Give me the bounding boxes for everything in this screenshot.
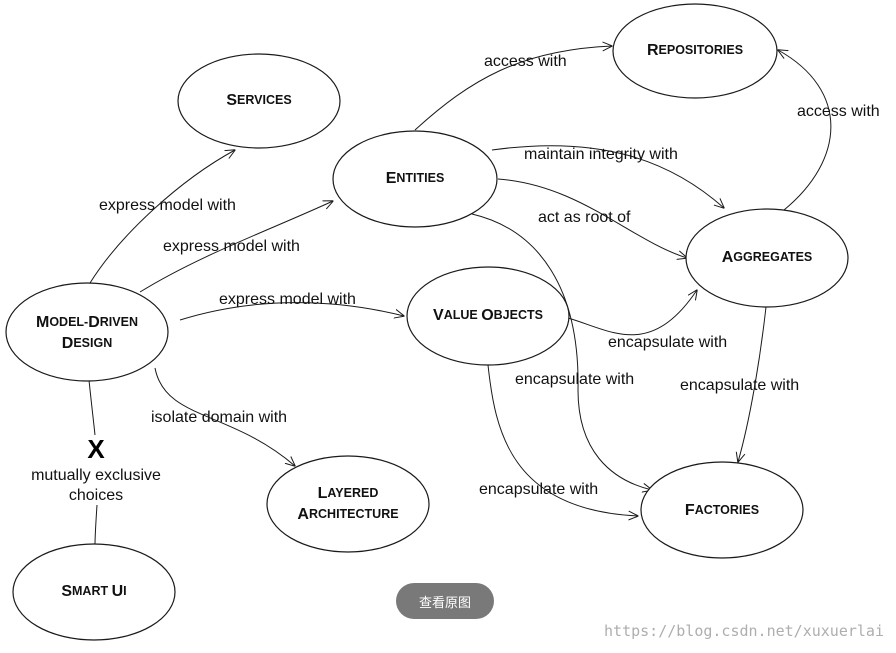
edge-model-smartui-lower <box>94 504 98 546</box>
edge-entities-aggregates-integrity <box>491 145 724 208</box>
edge-entities-aggregates-root <box>497 178 687 258</box>
edge-model-services <box>89 150 235 284</box>
node-layered-label-line1: LAYERED <box>318 485 379 502</box>
label-encapsulate-aggregates-factories: encapsulate with <box>680 377 799 394</box>
edge-model-smartui-upper <box>88 379 96 436</box>
node-services-label: SERVICES <box>226 92 291 109</box>
edge-labels: access with access with express model wi… <box>31 53 880 504</box>
label-act-as-root: act as root of <box>538 209 631 226</box>
node-smart-ui-label: SMART UI <box>61 583 126 600</box>
node-services: SERVICES <box>177 53 341 149</box>
label-mutually-exclusive-line2: choices <box>69 487 123 504</box>
edge-entities-factories <box>471 213 652 490</box>
label-express-model-valueobjects: express model with <box>219 291 356 308</box>
node-value-objects-label: VALUE OBJECTS <box>433 307 543 324</box>
node-factories-label: FACTORIES <box>685 502 759 519</box>
edges <box>88 46 832 546</box>
edge-aggregates-factories <box>738 306 767 462</box>
node-model-driven-design: MODEL-DRIVEN DESIGN <box>5 282 169 382</box>
mutually-exclusive-x-mark: X <box>87 434 105 464</box>
node-aggregates-label: AGGREGATES <box>722 249 813 266</box>
node-layered-architecture: LAYERED ARCHITECTURE <box>266 455 430 553</box>
view-original-button[interactable]: 查看原图 <box>396 583 494 619</box>
edge-model-valueobjects <box>179 302 404 321</box>
edge-aggregates-repositories <box>778 50 832 211</box>
node-value-objects: VALUE OBJECTS <box>406 266 570 366</box>
label-encapsulate-entities-factories: encapsulate with <box>515 371 634 388</box>
label-encapsulate-valueobjects-aggregates: encapsulate with <box>608 334 727 351</box>
node-layered-label-line2: ARCHITECTURE <box>297 506 398 523</box>
node-model-driven-label-line1: MODEL-DRIVEN <box>36 314 138 331</box>
edge-valueobjects-factories <box>487 364 638 516</box>
nodes: SERVICES REPOSITORIES ENTITIES AGGREGATE… <box>5 3 849 641</box>
node-repositories: REPOSITORIES <box>612 3 778 99</box>
node-entities: ENTITIES <box>332 130 498 228</box>
label-isolate-domain: isolate domain with <box>151 409 287 426</box>
csdn-watermark: https://blog.csdn.net/xuxuerlai <box>604 622 884 640</box>
edge-model-layered <box>154 367 295 466</box>
node-factories: FACTORIES <box>640 461 804 559</box>
edge-model-entities <box>139 201 333 293</box>
label-access-with-repositories: access with <box>484 53 567 70</box>
node-repositories-label: REPOSITORIES <box>647 42 743 59</box>
label-mutually-exclusive-line1: mutually exclusive <box>31 467 161 484</box>
node-aggregates: AGGREGATES <box>685 208 849 308</box>
edge-valueobjects-aggregates <box>567 290 697 336</box>
node-smart-ui: SMART UI <box>12 543 176 641</box>
label-access-with-aggregates: access with <box>797 103 880 120</box>
label-maintain-integrity: maintain integrity with <box>524 146 678 163</box>
node-model-driven-label-line2: DESIGN <box>62 335 112 352</box>
edge-entities-repositories <box>414 46 612 131</box>
label-express-model-services: express model with <box>99 197 236 214</box>
label-encapsulate-valueobjects-factories: encapsulate with <box>479 481 598 498</box>
label-express-model-entities: express model with <box>163 238 300 255</box>
node-entities-label: ENTITIES <box>386 170 445 187</box>
